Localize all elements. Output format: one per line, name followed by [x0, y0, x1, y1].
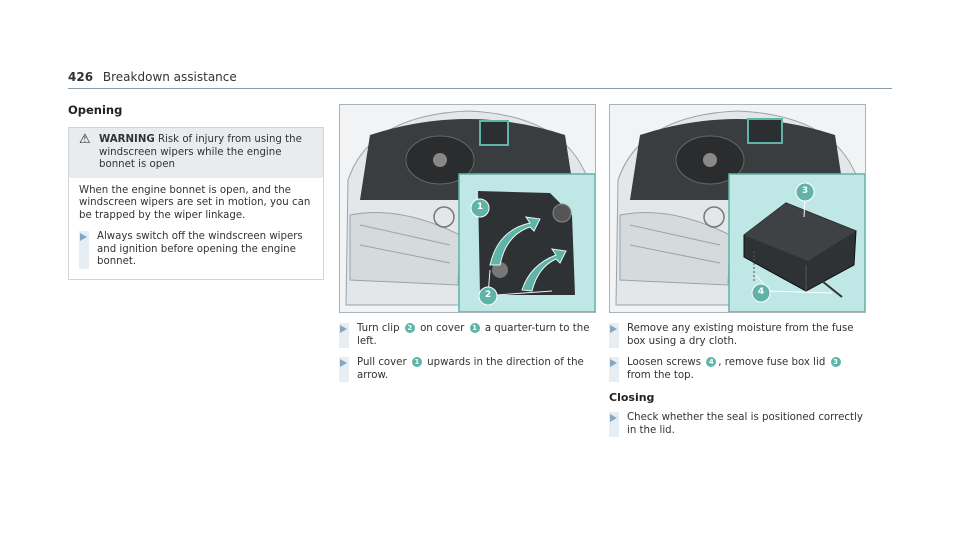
page-header: 426 Breakdown assistance: [68, 70, 237, 84]
step-arrow-icon: [340, 359, 347, 367]
step-arrow-icon: [80, 233, 87, 241]
warning-icon: ⚠: [79, 132, 91, 147]
callout-1: 1: [469, 323, 480, 333]
closing-heading: Closing: [609, 391, 655, 404]
callout-3-label: 3: [801, 186, 809, 196]
page-number: 426: [68, 70, 94, 84]
warning-text: Risk of injury from using the windscreen…: [99, 134, 302, 170]
step-turn-clip: Turn clip 2 on cover 1 a quarter-turn to…: [339, 323, 595, 348]
opening-heading: Opening: [68, 103, 123, 117]
warning-body: When the engine bonnet is open, and the …: [69, 177, 323, 279]
step-arrow-icon: [610, 414, 617, 422]
callout-4: 4: [706, 357, 717, 367]
step-arrow-icon: [610, 325, 617, 333]
step-arrow-icon: [340, 325, 347, 333]
right-steps: Remove any existing moisture from the fu…: [609, 323, 865, 446]
warning-label: WARNING: [99, 134, 155, 145]
callout-2-label: 2: [484, 290, 492, 300]
fuse-box-illustration: 3 4: [609, 104, 866, 313]
step-check-seal: Check whether the seal is positioned cor…: [609, 412, 865, 437]
middle-steps: Turn clip 2 on cover 1 a quarter-turn to…: [339, 323, 595, 391]
step-pull-cover: Pull cover 1 upwards in the direction of…: [339, 357, 595, 382]
step-loosen-screws: Loosen screws 4, remove fuse box lid 3 f…: [609, 357, 865, 382]
warning-step-text: Always switch off the windscreen wipers …: [97, 231, 303, 267]
section-title: Breakdown assistance: [102, 70, 237, 84]
step-remove-moisture: Remove any existing moisture from the fu…: [609, 323, 865, 348]
callout-1: 1: [411, 357, 422, 367]
callout-4-label: 4: [757, 287, 765, 297]
step-arrow-icon: [610, 359, 617, 367]
warning-box: ⚠ WARNING Risk of injury from using the …: [68, 127, 324, 280]
engine-bay-drawing: [340, 105, 595, 312]
warning-header: ⚠ WARNING Risk of injury from using the …: [69, 128, 323, 178]
warning-step: Always switch off the windscreen wipers …: [79, 231, 313, 269]
callout-2: 2: [404, 323, 415, 333]
callout-1-label: 1: [476, 202, 484, 212]
warning-body-text: When the engine bonnet is open, and the …: [79, 184, 311, 221]
left-column: Opening ⚠ WARNING Risk of injury from us…: [68, 103, 324, 280]
callout-3: 3: [830, 357, 841, 367]
engine-clip-illustration: 1 2: [339, 104, 596, 313]
header-rule: [68, 88, 892, 89]
fuse-box-drawing: [610, 105, 865, 312]
